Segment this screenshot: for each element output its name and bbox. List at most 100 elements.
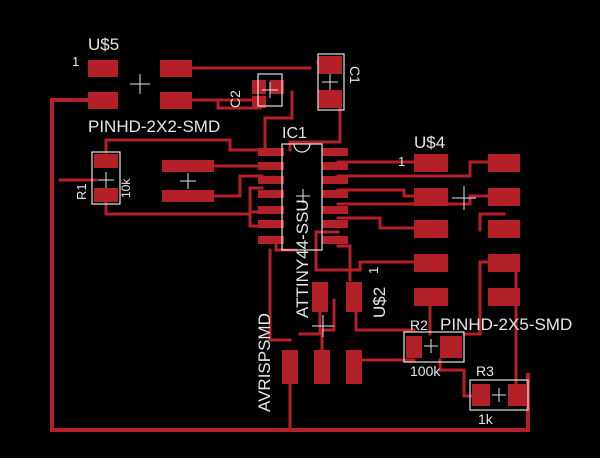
label-attiny44-ssu: ATTINY44-SSU xyxy=(293,199,312,318)
ic1-pin-6 xyxy=(258,220,284,228)
label-ic1: IC1 xyxy=(282,125,307,142)
u4-pad-2 xyxy=(488,154,520,172)
ic1-pin-4 xyxy=(258,190,284,198)
r3-pad-1 xyxy=(472,384,490,406)
silkscreen-outlines xyxy=(91,53,529,411)
avrisp-pad-2 xyxy=(314,350,330,384)
ic1-pin-12 xyxy=(322,176,348,184)
r2-pad-1 xyxy=(406,336,422,358)
label-r2: R2 xyxy=(410,317,428,333)
u4-pad-3 xyxy=(414,188,448,206)
u4-pad-4 xyxy=(488,188,520,206)
label-us2-pin1: 1 xyxy=(366,267,381,274)
left-pad-2 xyxy=(162,190,214,202)
c2-outline xyxy=(257,73,283,107)
trace-ic-right-2 xyxy=(336,160,506,178)
label-r3: R3 xyxy=(476,363,494,379)
ic1-pin-9 xyxy=(322,220,348,228)
u4-pad-8 xyxy=(488,254,520,272)
label-pinhd-2x5: PINHD-2X5-SMD xyxy=(440,315,572,334)
ic1-pin-5 xyxy=(258,206,284,214)
label-us4-pin1: 1 xyxy=(398,154,405,169)
c2-origin-cross xyxy=(262,82,278,98)
r3-pad-2 xyxy=(508,384,526,406)
label-r1: R1 xyxy=(74,183,89,200)
trace-r1-top xyxy=(104,138,264,154)
label-us4: U$4 xyxy=(414,133,445,152)
ic1-outline xyxy=(281,143,323,251)
u2-pad-2 xyxy=(346,282,362,312)
u4-pad-7 xyxy=(414,254,448,272)
trace-left-header-2 xyxy=(210,174,264,198)
u4-pad-1 xyxy=(414,154,448,172)
r2-origin-cross xyxy=(424,339,438,353)
ic1-pin-7 xyxy=(258,236,284,244)
c1-origin-cross xyxy=(322,74,338,90)
trace-r3-loop xyxy=(438,358,480,398)
trace-ground-loop xyxy=(50,98,530,432)
r3-outline xyxy=(469,379,529,411)
u4-pad-6 xyxy=(488,220,520,238)
pads xyxy=(88,56,526,406)
trace-c2-ic xyxy=(263,90,294,152)
ic1-pin-14 xyxy=(322,148,348,156)
c1-outline xyxy=(317,53,345,111)
avrisp-origin-cross xyxy=(312,315,334,337)
label-us5-pin1: 1 xyxy=(72,54,79,69)
trace-ic-to-avrisp xyxy=(268,248,292,342)
u4-pad-10 xyxy=(488,288,520,306)
label-r2-value: 100k xyxy=(410,363,441,379)
c1-pad-2 xyxy=(318,90,342,108)
trace-ic-left-down-1 xyxy=(248,210,264,228)
u4-origin-cross xyxy=(452,186,476,210)
ic1-pin-10 xyxy=(322,206,348,214)
ic1-pin-11 xyxy=(322,190,348,198)
u5-pad-2 xyxy=(160,60,192,77)
trace-ic-right-4 xyxy=(336,194,506,206)
u5-pad-3 xyxy=(88,92,118,109)
silkscreen-labels: U$5 1 PINHD-2X2-SMD C2 C1 IC1 ATTINY44-S… xyxy=(72,35,572,427)
ic1-notch xyxy=(293,143,311,153)
u2-pad-1 xyxy=(312,282,328,312)
avrisp-pad-3 xyxy=(346,350,362,384)
u5-pad-1 xyxy=(88,60,118,77)
r1-pad-1 xyxy=(94,154,118,168)
ic1-pin-13 xyxy=(322,162,348,170)
r1-pad-2 xyxy=(94,188,118,202)
label-c2: C2 xyxy=(227,90,243,108)
u4-pad-9 xyxy=(414,288,448,306)
trace-ic-right-3 xyxy=(336,188,422,198)
ic1-pin-8 xyxy=(322,236,348,244)
u5-origin-cross xyxy=(130,74,150,94)
label-pinhd-2x2: PINHD-2X2-SMD xyxy=(88,117,220,136)
label-c1: C1 xyxy=(347,66,363,84)
u4-pad-5 xyxy=(414,220,448,238)
r2-pad-2 xyxy=(440,336,462,358)
trace-c1-vcc xyxy=(288,98,342,152)
label-r3-value: 1k xyxy=(478,411,494,427)
trace-u5-top xyxy=(174,60,342,70)
label-avrispsmd: AVRISPSMD xyxy=(255,313,274,412)
c2-pad-3 xyxy=(252,96,266,108)
left-pad-1 xyxy=(162,160,214,172)
left-header-origin-cross xyxy=(180,173,196,189)
trace-ic-right-5 xyxy=(336,216,422,230)
ic1-pin-2 xyxy=(258,162,284,170)
label-us5: U$5 xyxy=(88,35,119,54)
r1-outline xyxy=(91,151,121,205)
ic1-pin-3 xyxy=(258,176,284,184)
r2-outline xyxy=(403,331,465,363)
label-us2: U$2 xyxy=(370,287,389,318)
c2-pad-1 xyxy=(252,80,266,94)
trace-ic-right-7 xyxy=(336,244,352,282)
r3-origin-cross xyxy=(492,388,506,402)
label-r1-value: 10k xyxy=(119,178,133,198)
r1-origin-cross xyxy=(98,172,114,188)
c1-pad-1 xyxy=(318,56,342,74)
ic1-pin-1 xyxy=(258,148,284,156)
trace-ic-right-6 xyxy=(314,230,422,272)
ic1-origin-cross xyxy=(296,189,310,203)
avrisp-pad-1 xyxy=(282,350,298,384)
